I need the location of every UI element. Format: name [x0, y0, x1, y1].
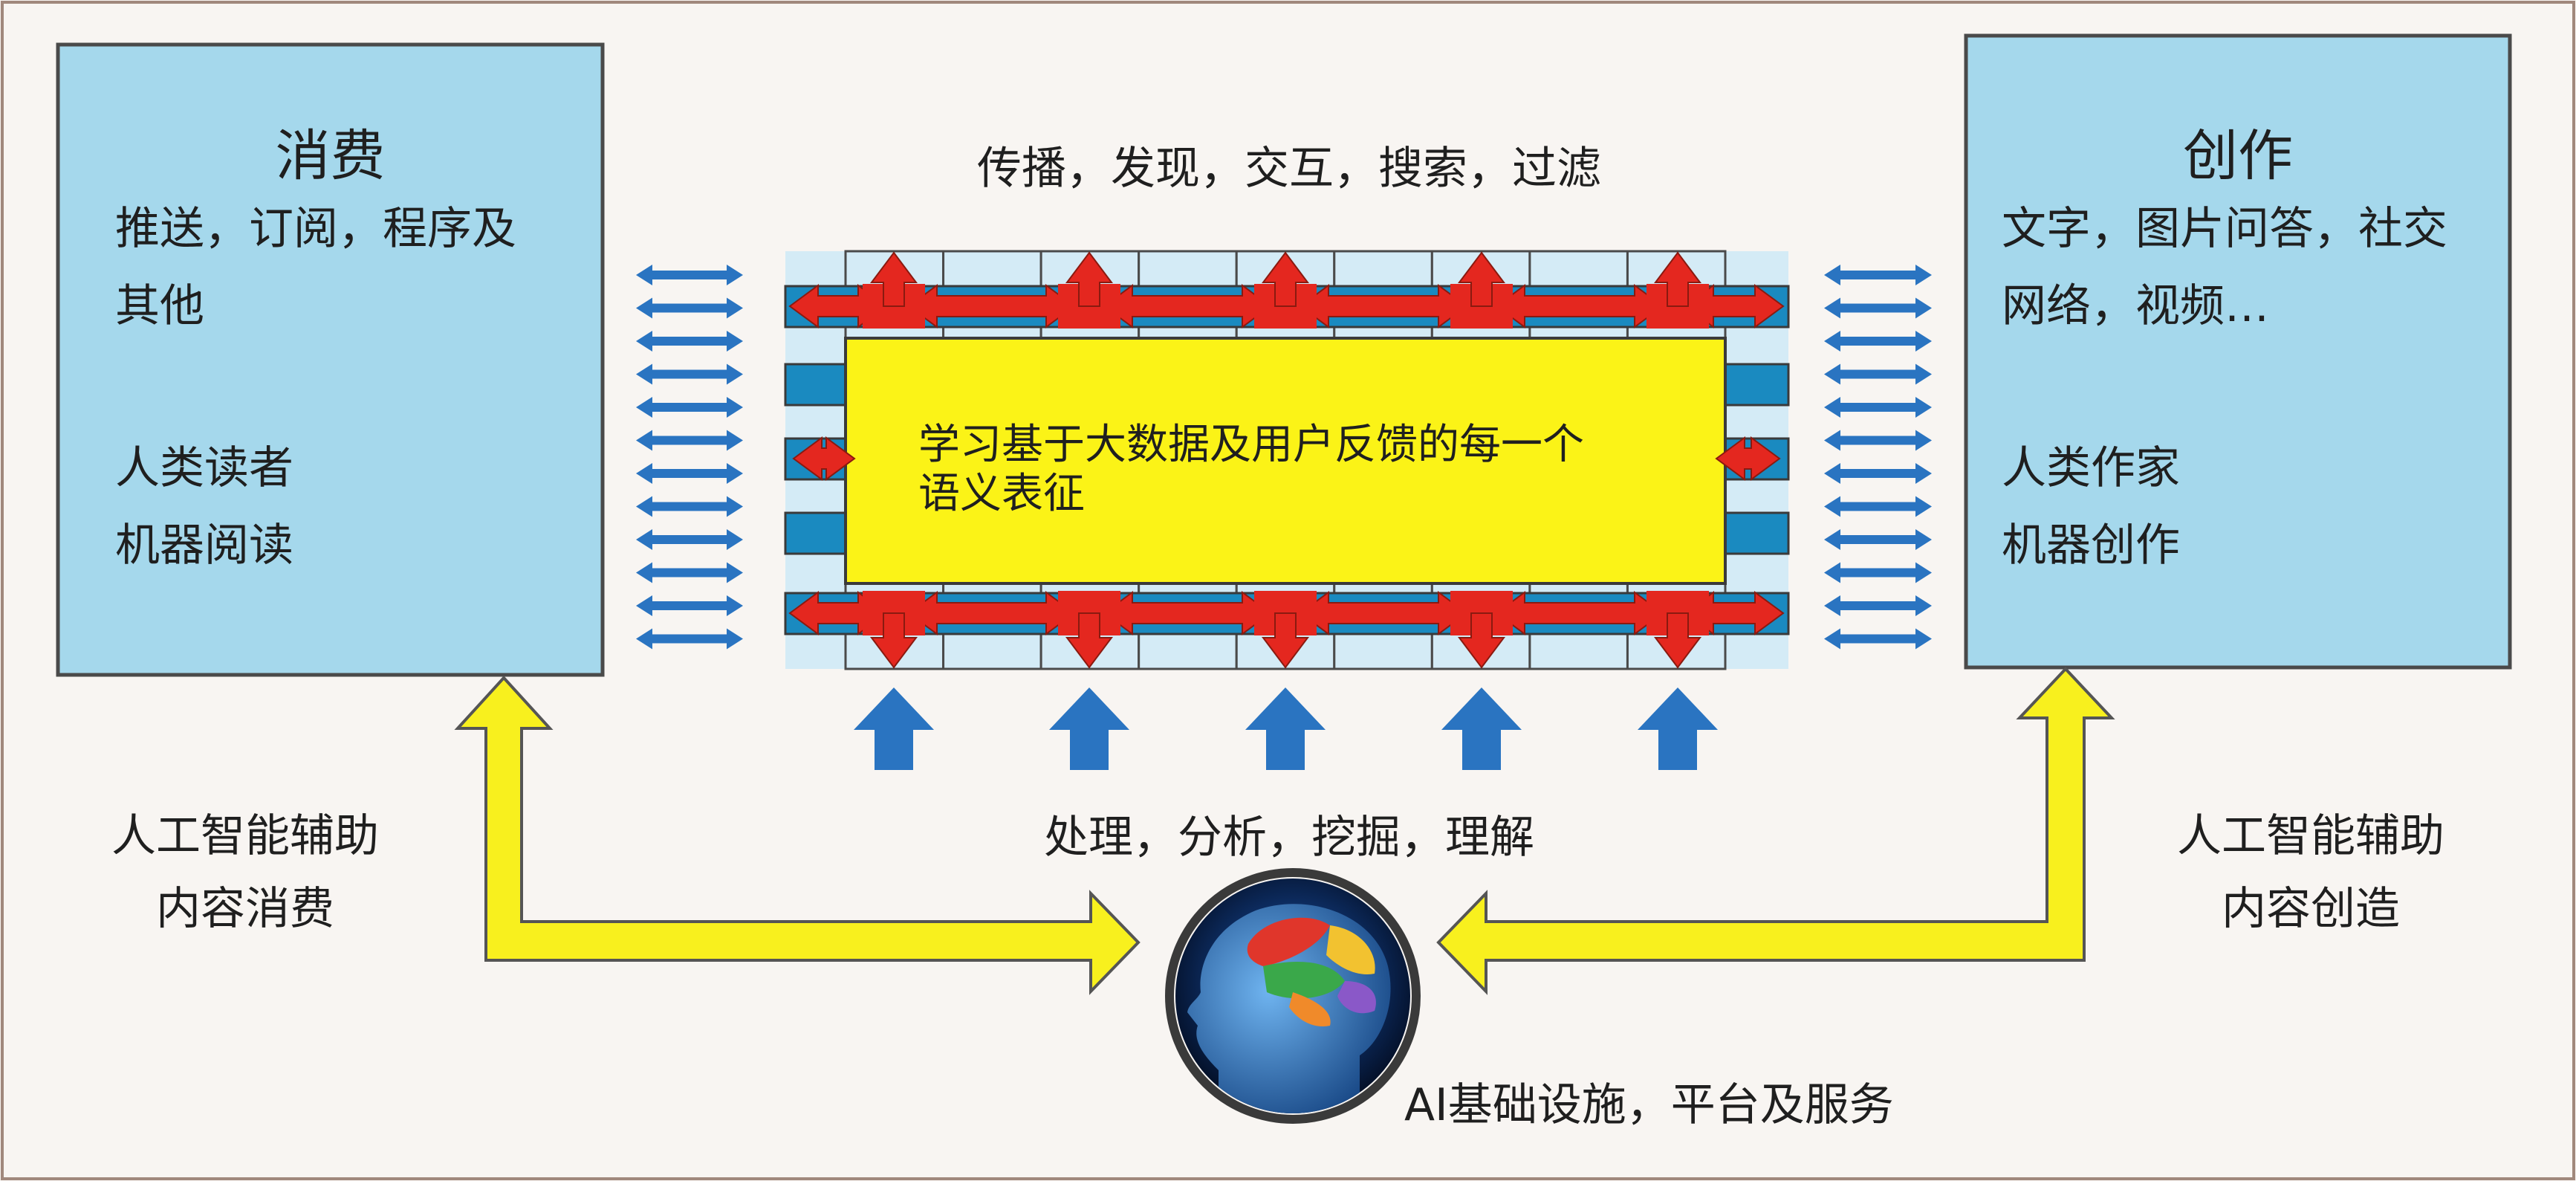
consumption-line-3: 人类读者 [115, 442, 293, 494]
brain-head-icon [1165, 868, 1421, 1124]
blue-double-arrow [1824, 430, 1932, 451]
creation-line-4: 机器创作 [2002, 520, 2180, 572]
creation-line-1: 文字，图片问答，社交 [2002, 203, 2447, 255]
semantic-box-line-2: 语义表征 [918, 470, 1085, 518]
blue-double-arrow [1824, 331, 1932, 352]
blue-double-arrow [1824, 595, 1932, 616]
blue-double-arrow [636, 265, 743, 285]
blue-double-arrow [1824, 496, 1932, 517]
blue-double-arrow [636, 562, 743, 583]
blue-up-arrow [1245, 687, 1326, 770]
blue-double-arrow [1824, 463, 1932, 484]
blue-up-arrow [1638, 687, 1718, 770]
blue-double-arrow [1824, 397, 1932, 418]
red-horizontal-arrow [1684, 591, 1785, 635]
red-down-arrow [1458, 612, 1505, 669]
creation-line-3: 人类作家 [2002, 442, 2180, 494]
red-arrows [788, 251, 1785, 669]
blue-double-arrow [636, 595, 743, 616]
semantic-grid [784, 250, 1790, 670]
consumption-panel [56, 42, 605, 677]
brain-label: AI基础设施，平台及服务 [1404, 1079, 1894, 1131]
consumption-line-4: 机器阅读 [115, 520, 293, 572]
creation-title: 创作 [2183, 124, 2293, 188]
blue-double-arrow [1824, 529, 1932, 550]
blue-double-arrow [636, 628, 743, 650]
semantic-representation-box [844, 337, 1727, 585]
consumption-line-2: 其他 [115, 280, 204, 332]
blue-double-arrow [636, 363, 743, 385]
red-up-arrow [1065, 251, 1113, 307]
right-caption-line-1: 人工智能辅助 [2177, 810, 2444, 862]
consumption-title: 消费 [275, 124, 386, 188]
right-yellow-arrow [1436, 667, 2115, 995]
blue-up-arrows [854, 687, 1718, 770]
red-side-arrow-left [792, 436, 856, 481]
blue-double-arrow [1824, 363, 1932, 385]
blue-double-arrow [636, 430, 743, 451]
creation-line-2: 网络，视频… [2002, 280, 2269, 332]
blue-double-arrow [1824, 265, 1932, 285]
red-side-arrow-right [1715, 436, 1781, 481]
creation-panel [1964, 33, 2512, 670]
bottom-label: 处理，分析，挖掘，理解 [1044, 812, 1534, 864]
blue-up-arrow [1049, 687, 1129, 770]
left-caption-line-1: 人工智能辅助 [111, 810, 379, 862]
red-up-arrow [1262, 251, 1309, 307]
blue-double-arrow [636, 297, 743, 319]
blue-double-arrow [636, 529, 743, 550]
red-up-arrow [870, 251, 918, 307]
blue-double-arrow [1824, 562, 1932, 583]
blue-up-arrow [1441, 687, 1522, 770]
left-blue-double-arrows [636, 265, 743, 650]
red-up-arrow [1458, 251, 1505, 307]
right-caption-line-2: 内容创造 [2222, 883, 2400, 935]
blue-up-arrow [854, 687, 934, 770]
red-horizontal-arrow [1684, 284, 1785, 329]
red-down-arrow [1065, 612, 1113, 669]
blue-double-arrow [1824, 628, 1932, 650]
left-yellow-arrow [454, 676, 1141, 995]
semantic-box-text: 学习基于大数据及用户反馈的每一个 语义表征 [918, 421, 1706, 519]
red-down-arrow [1654, 612, 1701, 669]
blue-double-arrow [636, 331, 743, 352]
blue-double-arrow [636, 463, 743, 484]
red-down-arrow [1262, 612, 1309, 669]
consumption-line-1: 推送，订阅，程序及 [115, 203, 516, 255]
blue-double-arrow [636, 496, 743, 517]
left-caption-line-2: 内容消费 [156, 883, 334, 935]
top-label: 传播，发现，交互，搜索，过滤 [977, 143, 1601, 195]
right-blue-double-arrows [1824, 265, 1932, 650]
red-up-arrow [1654, 251, 1701, 307]
red-down-arrow [870, 612, 918, 669]
semantic-box-line-1: 学习基于大数据及用户反馈的每一个 [918, 421, 1584, 469]
blue-double-arrow [1824, 297, 1932, 319]
blue-double-arrow [636, 397, 743, 418]
